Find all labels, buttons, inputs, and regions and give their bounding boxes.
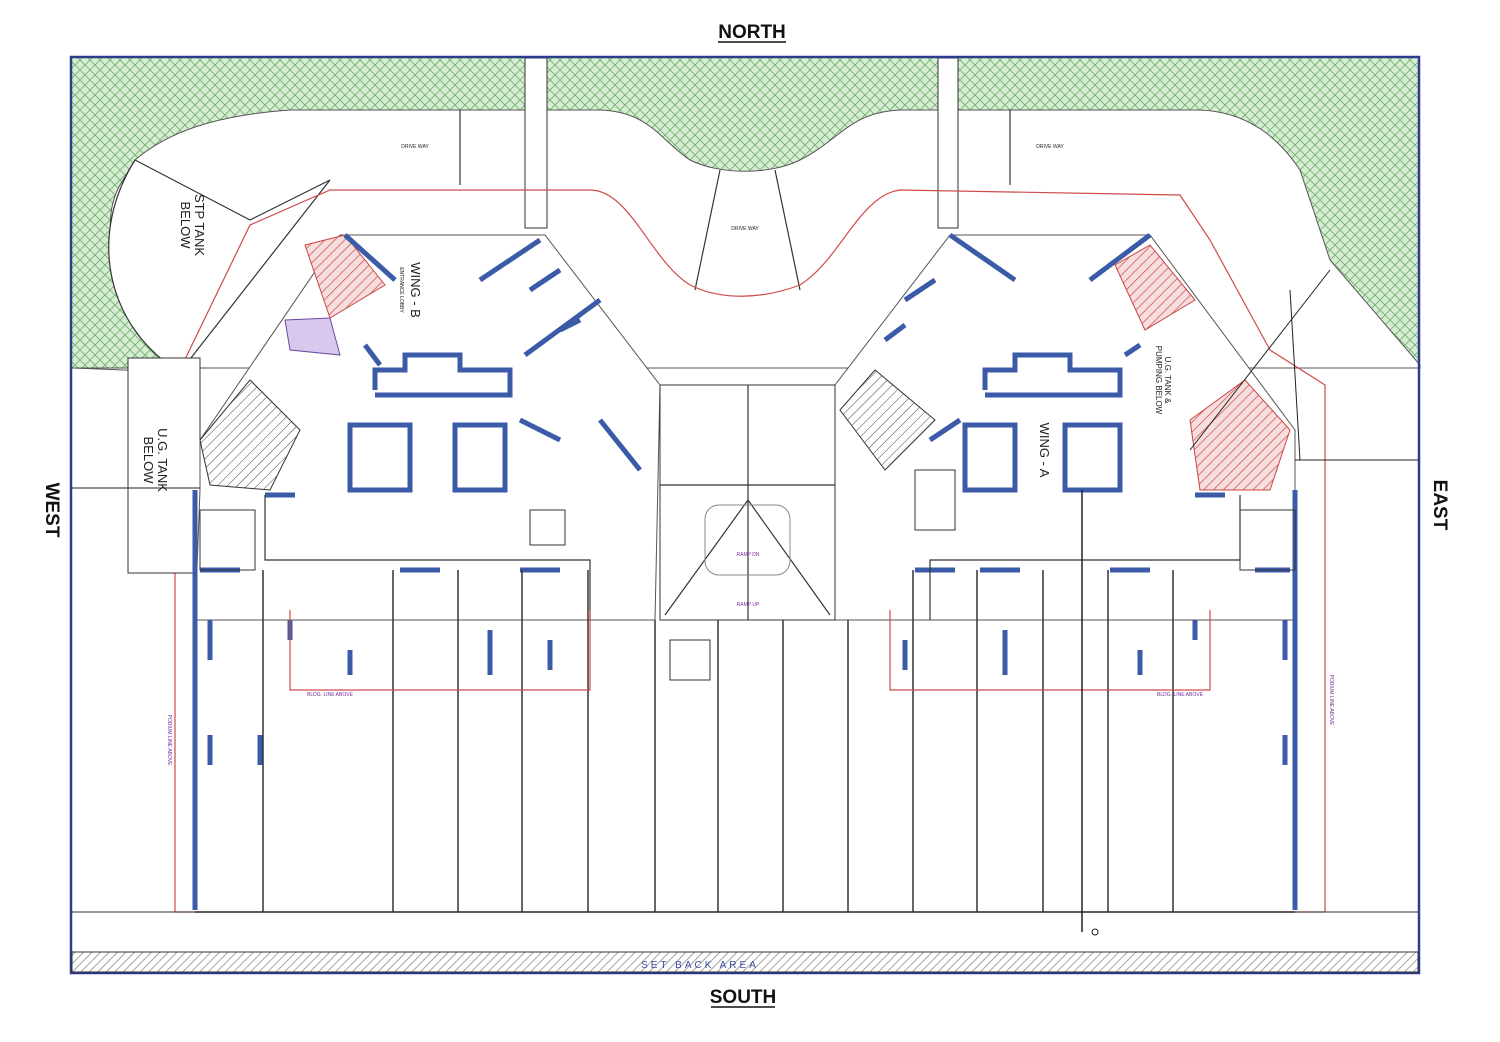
plot-boundary [69,55,1421,975]
svg-text:STP TANK: STP TANK [192,194,207,256]
podium-line-label: PODIUM LINE ABOVE [166,715,172,767]
drive-way-label: DRIVE WAY [401,144,429,150]
walls [192,232,1298,910]
west-label: WEST [41,483,62,538]
east-label: EAST [1429,480,1450,531]
north-label: NORTH [718,22,786,43]
stp-tank [108,159,331,373]
drive-way-label-center: DRIVE WAY [731,226,759,232]
wing-b-label: WING - B [408,262,423,318]
podium-line-label-east: PODIUM LINE ABOVE [1328,675,1334,727]
svg-text:U.G. TANK: U.G. TANK [155,428,170,492]
ug-tank-west-label: U.G. TANK BELOW [141,428,170,492]
shop-divisions [195,570,1295,913]
entrance-lobby-label: ENTRANCE LOBBY [398,267,404,313]
ug-tank-hatch [1189,379,1291,491]
svg-text:BELOW: BELOW [178,202,193,250]
drive-column-east [937,57,959,229]
ramp-dn-label: RAMP DN [737,552,760,558]
ug-tank-pumping-label: U.G. TANK & PUMPING BELOW [1154,346,1172,415]
wing-a-label: WING - A [1037,423,1052,478]
ramp-up-label: RAMP UP [737,602,760,608]
set-back-area-label: SET BACK AREA [641,960,759,971]
svg-text:U.G. TANK &: U.G. TANK & [1163,357,1172,404]
set-back-area [71,951,1419,973]
shaft-hatch [284,317,341,356]
stp-tank-label: STP TANK BELOW [178,194,207,256]
svg-text:BELOW: BELOW [141,437,156,485]
podium-line [174,189,1326,913]
south-label: SOUTH [710,987,777,1008]
ug-tank-west [127,357,201,574]
svg-text:PUMPING BELOW: PUMPING BELOW [1154,346,1163,415]
stair-hatch [839,369,936,471]
drive-way-label-east: DRIVE WAY [1036,144,1064,150]
bldg-line-label: BLDG. LINE ABOVE [307,692,354,698]
bldg-line-label-east: BLDG. LINE ABOVE [1157,692,1204,698]
drive-column-west [524,57,548,229]
stair-hatch [199,379,301,491]
shaft-hatch [304,234,386,319]
shaft-hatch [1114,244,1196,331]
